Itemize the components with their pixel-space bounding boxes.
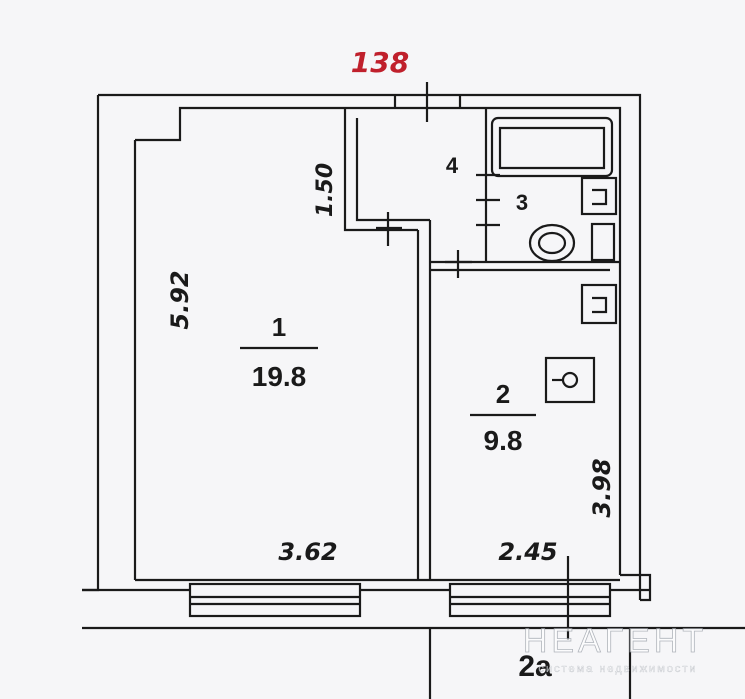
watermark: НЕАГЕНТ система недвижимости <box>522 622 707 676</box>
stove-burner <box>561 371 579 389</box>
kitchen-sink <box>580 283 618 325</box>
dimension-corridor: 1.50 <box>313 163 338 217</box>
neighbor-label: 2а <box>518 650 552 683</box>
dimension-room1-width: 3.62 <box>278 538 337 566</box>
apartment-number: 138 <box>351 46 409 79</box>
room-4-number: 4 <box>446 153 459 178</box>
stove <box>544 356 596 404</box>
room-1-area: 19.8 <box>252 361 307 392</box>
watermark-brand: НЕАГЕНТ <box>523 622 707 660</box>
toilet-bowl <box>528 223 576 263</box>
dimension-room2-height: 3.98 <box>588 458 616 517</box>
right-outer-cap <box>620 573 652 602</box>
window-2-glazing <box>450 595 610 606</box>
bathtub <box>490 116 614 178</box>
room1-door-ticks <box>376 212 402 246</box>
room-2-area: 9.8 <box>484 425 523 456</box>
bathtub-inner <box>498 126 606 170</box>
top-outer-wall <box>98 93 642 600</box>
bath-door-ticks <box>476 173 500 227</box>
room2-door-ticks <box>445 250 472 278</box>
toilet-bowl-inner <box>537 231 567 255</box>
sink-bath-inner <box>592 188 608 206</box>
room-2-number: 2 <box>496 379 510 409</box>
window-1 <box>188 582 362 618</box>
toilet-tank <box>590 222 616 262</box>
top-inner-wall <box>345 106 622 575</box>
dimension-room2-width: 2.45 <box>498 538 557 566</box>
dimension-room1-height: 5.92 <box>166 270 194 329</box>
lower-cell <box>428 628 632 699</box>
room-3-number: 3 <box>516 190 528 215</box>
room1-partition-inner <box>355 118 430 222</box>
watermark-tagline: система недвижимости <box>538 663 697 675</box>
window-1-glazing <box>190 595 360 606</box>
sink-bath <box>580 176 618 216</box>
kitchen-sink-inner <box>592 296 608 314</box>
room-1-number: 1 <box>272 312 286 342</box>
left-outer-wall <box>82 95 100 592</box>
room1-partition-top <box>343 108 418 232</box>
walls <box>82 82 745 699</box>
left-wall-corner <box>135 106 345 142</box>
window-2 <box>448 582 612 618</box>
top-door-jambs <box>393 95 462 108</box>
